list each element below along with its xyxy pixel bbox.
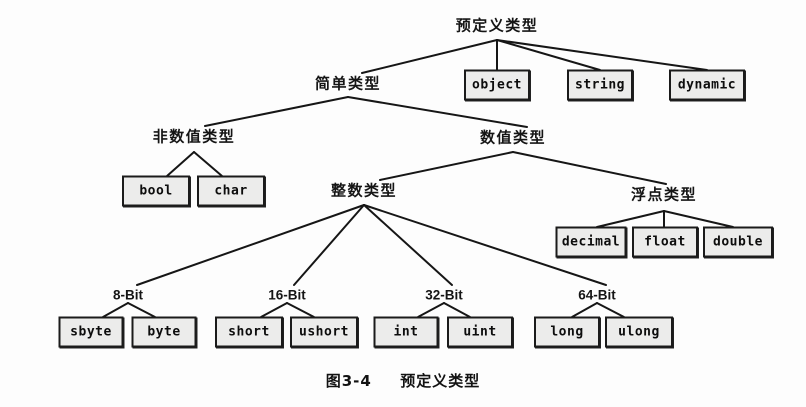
edge-simple-to-numeric: [347, 96, 528, 128]
edge-integer-to-bit8: [136, 204, 365, 286]
edge-nonnumeric-to-bool: [166, 151, 195, 177]
node-dynamic: dynamic: [669, 69, 745, 101]
node-8-bit: 8-Bit: [113, 287, 143, 303]
edge-bit8-to-byte: [127, 302, 156, 318]
edge-simple-to-nonnumeric: [204, 96, 349, 127]
edge-bit64-to-ulong: [596, 302, 625, 318]
edge-numeric-to-integer: [379, 151, 514, 181]
node-numeric-types: 数值类型: [479, 128, 547, 147]
node-16-bit: 16-Bit: [268, 287, 306, 303]
node-64-bit: 64-Bit: [578, 287, 616, 303]
edge-floating-to-decimal: [596, 210, 665, 228]
edge-root-to-simple: [361, 39, 498, 74]
edge-bit16-to-short: [260, 302, 288, 318]
node-object: object: [464, 69, 530, 101]
node-string: string: [567, 69, 633, 101]
edge-numeric-to-floating: [512, 151, 667, 185]
edge-bit32-to-int: [417, 302, 445, 318]
node-uint: uint: [447, 316, 513, 348]
edge-floating-to-double: [663, 210, 734, 228]
edge-root-to-string: [496, 39, 601, 71]
node-32-bit: 32-Bit: [425, 287, 463, 303]
edge-root-to-dynamic: [496, 39, 708, 71]
figure-caption-number: 图3-4: [325, 372, 372, 390]
node-non-numeric-types: 非数值类型: [152, 127, 236, 146]
node-short: short: [215, 316, 283, 348]
edge-bit8-to-sbyte: [102, 302, 129, 318]
edge-nonnumeric-to-char: [193, 151, 223, 177]
node-float: float: [632, 226, 698, 258]
edge-bit64-to-long: [571, 302, 598, 318]
node-sbyte: sbyte: [58, 316, 124, 348]
node-byte: byte: [131, 316, 197, 348]
node-long: long: [534, 316, 600, 348]
node-root-predefined-types: 预定义类型: [455, 16, 539, 35]
edge-integer-to-bit64: [363, 204, 607, 286]
node-bool: bool: [122, 175, 190, 207]
node-simple-types: 简单类型: [314, 74, 382, 93]
node-char: char: [197, 175, 265, 207]
node-int: int: [373, 316, 439, 348]
node-double: double: [703, 226, 773, 258]
node-ushort: ushort: [290, 316, 358, 348]
edge-integer-to-bit32: [363, 204, 453, 286]
figure-caption-title: 预定义类型: [400, 372, 481, 390]
node-decimal: decimal: [555, 226, 627, 258]
edge-integer-to-bit16: [293, 204, 365, 286]
node-ulong: ulong: [605, 316, 673, 348]
node-integer-types: 整数类型: [330, 181, 398, 200]
figure-caption: 图3-4 预定义类型: [0, 370, 806, 391]
edge-bit32-to-uint: [443, 302, 471, 318]
edge-bit16-to-ushort: [286, 302, 315, 318]
node-floating-point-types: 浮点类型: [630, 185, 698, 204]
